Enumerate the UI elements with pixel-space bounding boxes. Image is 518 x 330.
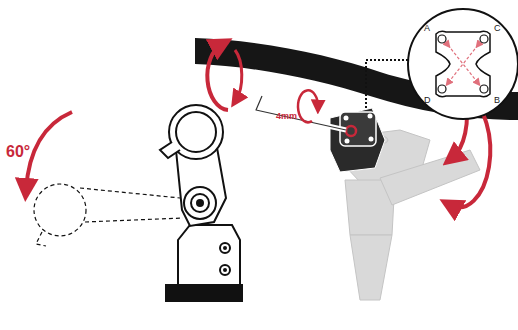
tool-size: 4mm — [276, 112, 297, 121]
leader-line — [366, 60, 410, 108]
angle-arrow — [26, 112, 72, 190]
angle-label: 60° — [6, 144, 30, 160]
bolt-letter: C — [494, 24, 501, 33]
bolt-letter: D — [424, 96, 431, 105]
inset-faceplate — [408, 9, 518, 119]
alternate-position — [34, 184, 183, 246]
stem-side-view — [160, 105, 242, 301]
bolt-letter: A — [424, 24, 430, 33]
allen-key — [256, 96, 346, 130]
bolt-letter: B — [494, 96, 500, 105]
stem-clamp — [330, 108, 385, 172]
